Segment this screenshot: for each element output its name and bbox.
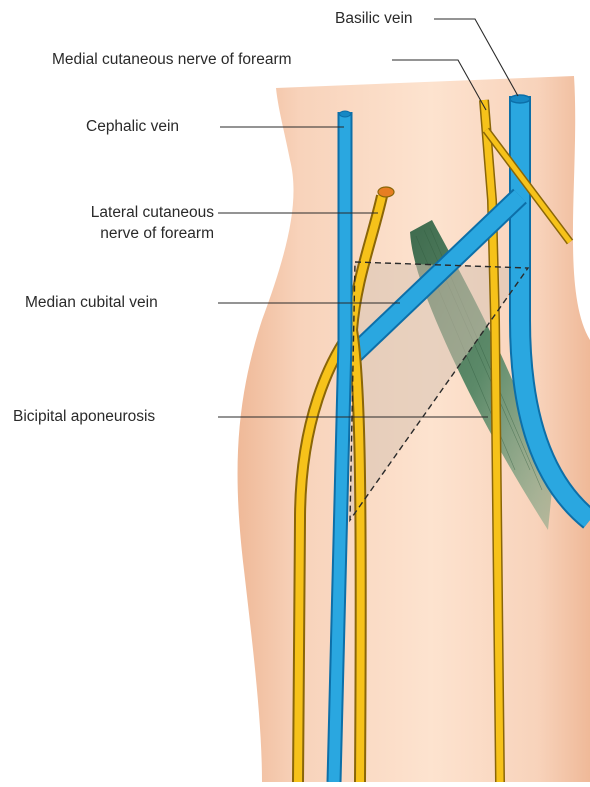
label-cephalic-vein: Cephalic vein — [86, 118, 179, 136]
label-basilic-vein: Basilic vein — [335, 10, 413, 28]
label-lateral-cutaneous-line2: nerve of forearm — [40, 225, 214, 243]
label-lateral-cutaneous-line1: Lateral cutaneous — [40, 204, 214, 222]
label-median-cubital-vein: Median cubital vein — [25, 294, 158, 312]
label-medial-cutaneous-nerve: Medial cutaneous nerve of forearm — [52, 51, 292, 69]
label-bicipital-aponeurosis: Bicipital aponeurosis — [13, 408, 155, 426]
